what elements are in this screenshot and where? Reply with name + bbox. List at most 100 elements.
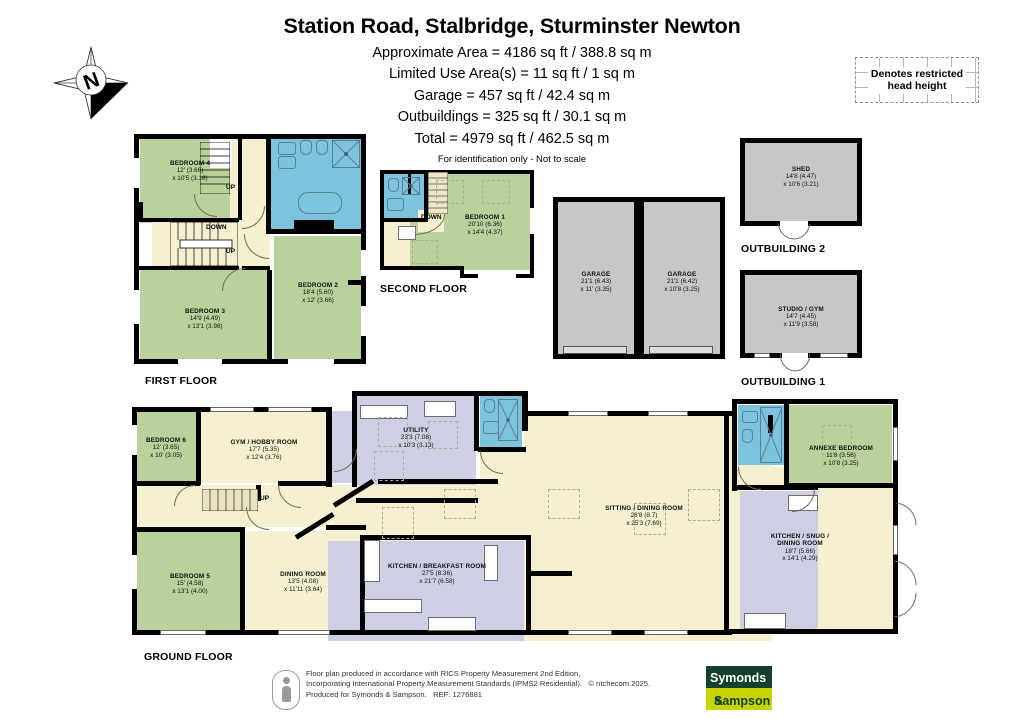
rhh-hatch-2f-2 bbox=[482, 180, 510, 204]
label-bedroom5-dim2: x 13'1 (4.00) bbox=[172, 587, 208, 595]
wall-gf-right-v1 bbox=[784, 403, 789, 489]
label-utility-dim1: 23'3 (7.08) bbox=[400, 434, 432, 442]
french-doors-right bbox=[893, 560, 920, 618]
wall-gf-right-inner bbox=[732, 399, 737, 491]
label-annexe-bedroom-dim1: 11'8 (3.56) bbox=[826, 452, 856, 460]
person-icon-body bbox=[281, 686, 291, 702]
wall-gf-right-h1 bbox=[732, 485, 818, 490]
wall-internal-1 bbox=[238, 138, 242, 220]
label-gym-hobby-dim1: 17'7 (5.35) bbox=[248, 446, 280, 454]
room-garage-right bbox=[644, 202, 720, 354]
label-bedroom1-dim2: x 14'4 (4.37) bbox=[467, 228, 503, 236]
logo-ampersand: & bbox=[714, 694, 724, 708]
room-shed bbox=[745, 143, 857, 221]
wall-bottom-studio-a bbox=[740, 353, 754, 358]
logo-line-2-band: &Sampson bbox=[706, 688, 772, 710]
basin-icon-2 bbox=[278, 156, 296, 169]
label-shed-dim1: 14'8 (4.47) bbox=[785, 173, 817, 181]
wall-gf-sitting-bottom bbox=[532, 630, 732, 635]
label-garage-right-dim2: x 10'8 (3.25) bbox=[664, 285, 700, 293]
label-kitchen-snug-name2: DINING ROOM bbox=[777, 540, 823, 548]
rhh-gf-6 bbox=[548, 489, 580, 519]
label-dining-room-dim1: 13'5 (4.08) bbox=[287, 578, 319, 586]
label-sitting-dining-name: SITTING / DINING ROOM bbox=[605, 505, 683, 512]
bathtub-icon bbox=[298, 192, 342, 214]
area-line-limited-use: Limited Use Area(s) = 11 sq ft / 1 sq m bbox=[389, 66, 635, 82]
label-bedroom5-dim1: 15' (4.58) bbox=[176, 580, 204, 588]
label-bedroom5-name: BEDROOM 5 bbox=[169, 573, 211, 580]
wall-left-shed bbox=[740, 138, 745, 226]
basin-icon-2f bbox=[387, 198, 404, 211]
shed-double-door bbox=[777, 220, 811, 243]
window-right-2f bbox=[530, 208, 534, 234]
rhh-gf-2 bbox=[374, 451, 404, 481]
wall-gf-internal-a bbox=[326, 407, 332, 487]
label-garage-left: GARAGE 21'1 (6.43) x 11' (3.35) bbox=[561, 271, 631, 293]
label-bedroom4-dim2: x 10'5 (3.18) bbox=[172, 174, 208, 182]
wall-bottom-studio-b bbox=[770, 353, 782, 358]
compass-rose: N bbox=[48, 44, 134, 122]
wall-internal-2 bbox=[266, 138, 271, 234]
label-bedroom3-dim1: 14'9 (4.49) bbox=[189, 315, 221, 323]
label-gym-hobby: GYM / HOBBY ROOM 17'7 (5.35) x 12'4 (3.7… bbox=[214, 439, 314, 461]
footer-line-3-wrap: Produced for Symonds & Sampson. REF: 127… bbox=[306, 690, 650, 700]
wc-icon-gf-2 bbox=[742, 429, 753, 443]
wall-left bbox=[134, 134, 139, 364]
floor-label-ground: GROUND FLOOR bbox=[144, 651, 233, 663]
stair-label-up-1: UP bbox=[226, 184, 236, 191]
shower-icon-2f bbox=[401, 176, 421, 196]
stair-label-down: DOWN bbox=[206, 224, 227, 231]
wall-left-garage bbox=[553, 197, 558, 359]
rhh-gf-9 bbox=[822, 425, 852, 455]
label-dining-room: DINING ROOM 13'5 (4.08) x 11'11 (3.64) bbox=[258, 571, 348, 593]
label-annexe-bedroom-name: ANNEXE BEDROOM bbox=[809, 445, 873, 452]
rhh-gf-7 bbox=[634, 503, 666, 535]
wall-left-2f bbox=[380, 170, 384, 270]
kitchen-unit-1 bbox=[364, 599, 422, 613]
label-kitchen-snug-dining: KITCHEN / SNUG / DINING ROOM 18'7 (5.66)… bbox=[748, 533, 852, 563]
wall-bottom-studio-c bbox=[808, 353, 820, 358]
wall-right-studio bbox=[857, 270, 862, 358]
floor-label-outbuilding2: OUTBUILDING 2 bbox=[741, 243, 826, 255]
wall-gf-diag-2 bbox=[378, 479, 498, 484]
wall-gf-internal-f bbox=[278, 481, 328, 486]
symonds-sampson-logo: Symonds &Sampson bbox=[706, 666, 772, 710]
label-bedroom2: BEDROOM 2 18'4 (5.60) x 12' (3.66) bbox=[276, 282, 360, 304]
wall-gf-sitting-top bbox=[524, 411, 732, 416]
staircase-first-floor bbox=[169, 221, 239, 267]
label-bedroom3-dim2: x 13'1 (3.98) bbox=[187, 322, 223, 330]
wall-gf-top-centre bbox=[352, 391, 528, 396]
wall-gf-right-h2 bbox=[784, 483, 894, 488]
label-sitting-dining-dim2: x 25'3 (7.69) bbox=[626, 519, 662, 527]
wall-internal-2f-2 bbox=[384, 218, 428, 222]
wall-gf-centre-h3 bbox=[530, 571, 572, 576]
window-gf-sitting-top-1 bbox=[568, 411, 608, 416]
wall-top-2f bbox=[380, 170, 534, 174]
label-studio-gym-dim2: x 11'9 (3.58) bbox=[783, 320, 819, 328]
kitchen-unit-2 bbox=[364, 540, 380, 582]
wall-gf-internal-g bbox=[326, 525, 366, 530]
stair-label-up-2: UP bbox=[226, 248, 236, 255]
first-floor-plan: UP DOWN UP BEDROOM 4 12' (3.66) x 10'5 (… bbox=[130, 130, 370, 380]
wall-gf-internal-c bbox=[136, 481, 200, 486]
garage-plan: GARAGE 21'1 (6.43) x 11' (3.35) GARAGE 2… bbox=[553, 197, 725, 360]
wall-gf-right-bottom bbox=[736, 629, 896, 634]
wall-top-studio bbox=[740, 270, 862, 275]
window-gf-right-1 bbox=[893, 427, 898, 461]
staircase-ground bbox=[201, 488, 259, 512]
label-bedroom2-dim2: x 12' (3.66) bbox=[302, 296, 334, 304]
wall-internal-5 bbox=[139, 266, 239, 270]
rhh-gf-1 bbox=[378, 417, 408, 447]
outbuilding2-plan: SHED 14'8 (4.47) x 10'6 (3.21) bbox=[740, 138, 862, 240]
rhh-gf-4 bbox=[444, 489, 476, 519]
wall-gf-centre-h1 bbox=[478, 447, 526, 452]
footer-copyright: © ntchecom 2025. bbox=[588, 679, 651, 689]
page-title: Station Road, Stalbridge, Sturminster Ne… bbox=[283, 14, 741, 38]
wall-internal-6 bbox=[267, 270, 272, 364]
window-gf-sitting-top-2 bbox=[648, 411, 688, 416]
logo-sampson: Sampson bbox=[714, 694, 771, 708]
basin-icon-1 bbox=[278, 142, 296, 155]
rhh-hatch-2f-1 bbox=[436, 180, 464, 204]
rhh-gf-3 bbox=[428, 421, 458, 449]
outbuilding1-plan: STUDIO / GYM 14'7 (4.45) x 11'9 (3.58) bbox=[740, 270, 862, 372]
